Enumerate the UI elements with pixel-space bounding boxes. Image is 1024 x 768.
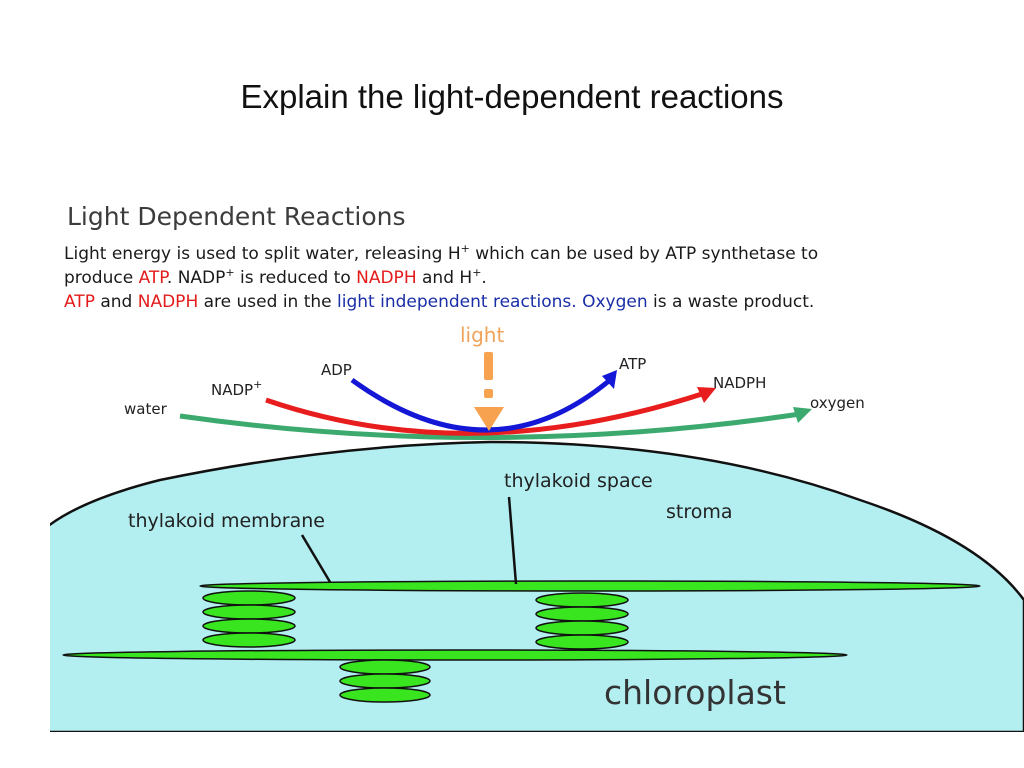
light-label: light [460, 323, 504, 347]
thylakoid-lamella-lower [62, 649, 848, 661]
granum-middle [535, 592, 629, 650]
thylakoid-membrane-pointer [300, 534, 332, 583]
atp-label: ATP [619, 355, 646, 373]
text-line-1: Light energy is used to split water, rel… [64, 242, 818, 264]
oxygen-label: oxygen [810, 394, 865, 412]
atp-arrowhead [602, 370, 617, 389]
oxygen-arrowhead [793, 407, 812, 423]
thylakoid-lamella-upper [199, 580, 981, 592]
light-arrow [474, 352, 504, 431]
text-line-3: ATP and NADPH are used in the light inde… [64, 292, 814, 312]
adp-atp-arrow [350, 377, 612, 433]
diagram-heading: Light Dependent Reactions [67, 202, 406, 231]
thylakoid-membrane-label: thylakoid membrane [128, 510, 325, 532]
thylakoid-space-pointer [507, 496, 518, 585]
chloroplast-label: chloroplast [604, 673, 786, 712]
water-oxygen-arrow [179, 411, 801, 441]
water-label: water [124, 400, 168, 418]
nadph-label: NADPH [713, 374, 766, 392]
thylakoid-space-label: thylakoid space [504, 470, 653, 492]
nadph-arrowhead [697, 387, 716, 403]
nadp-label: NADP+ [211, 378, 262, 399]
slide-title: Explain the light-dependent reactions [240, 78, 784, 115]
stroma-label: stroma [666, 501, 733, 523]
granum-left [202, 590, 296, 648]
adp-label: ADP [321, 361, 352, 379]
text-line-2: produce ATP. NADP+ is reduced to NADPH a… [64, 266, 487, 288]
nadp-nadph-arrow [265, 390, 706, 436]
granum-bottom [339, 659, 431, 703]
